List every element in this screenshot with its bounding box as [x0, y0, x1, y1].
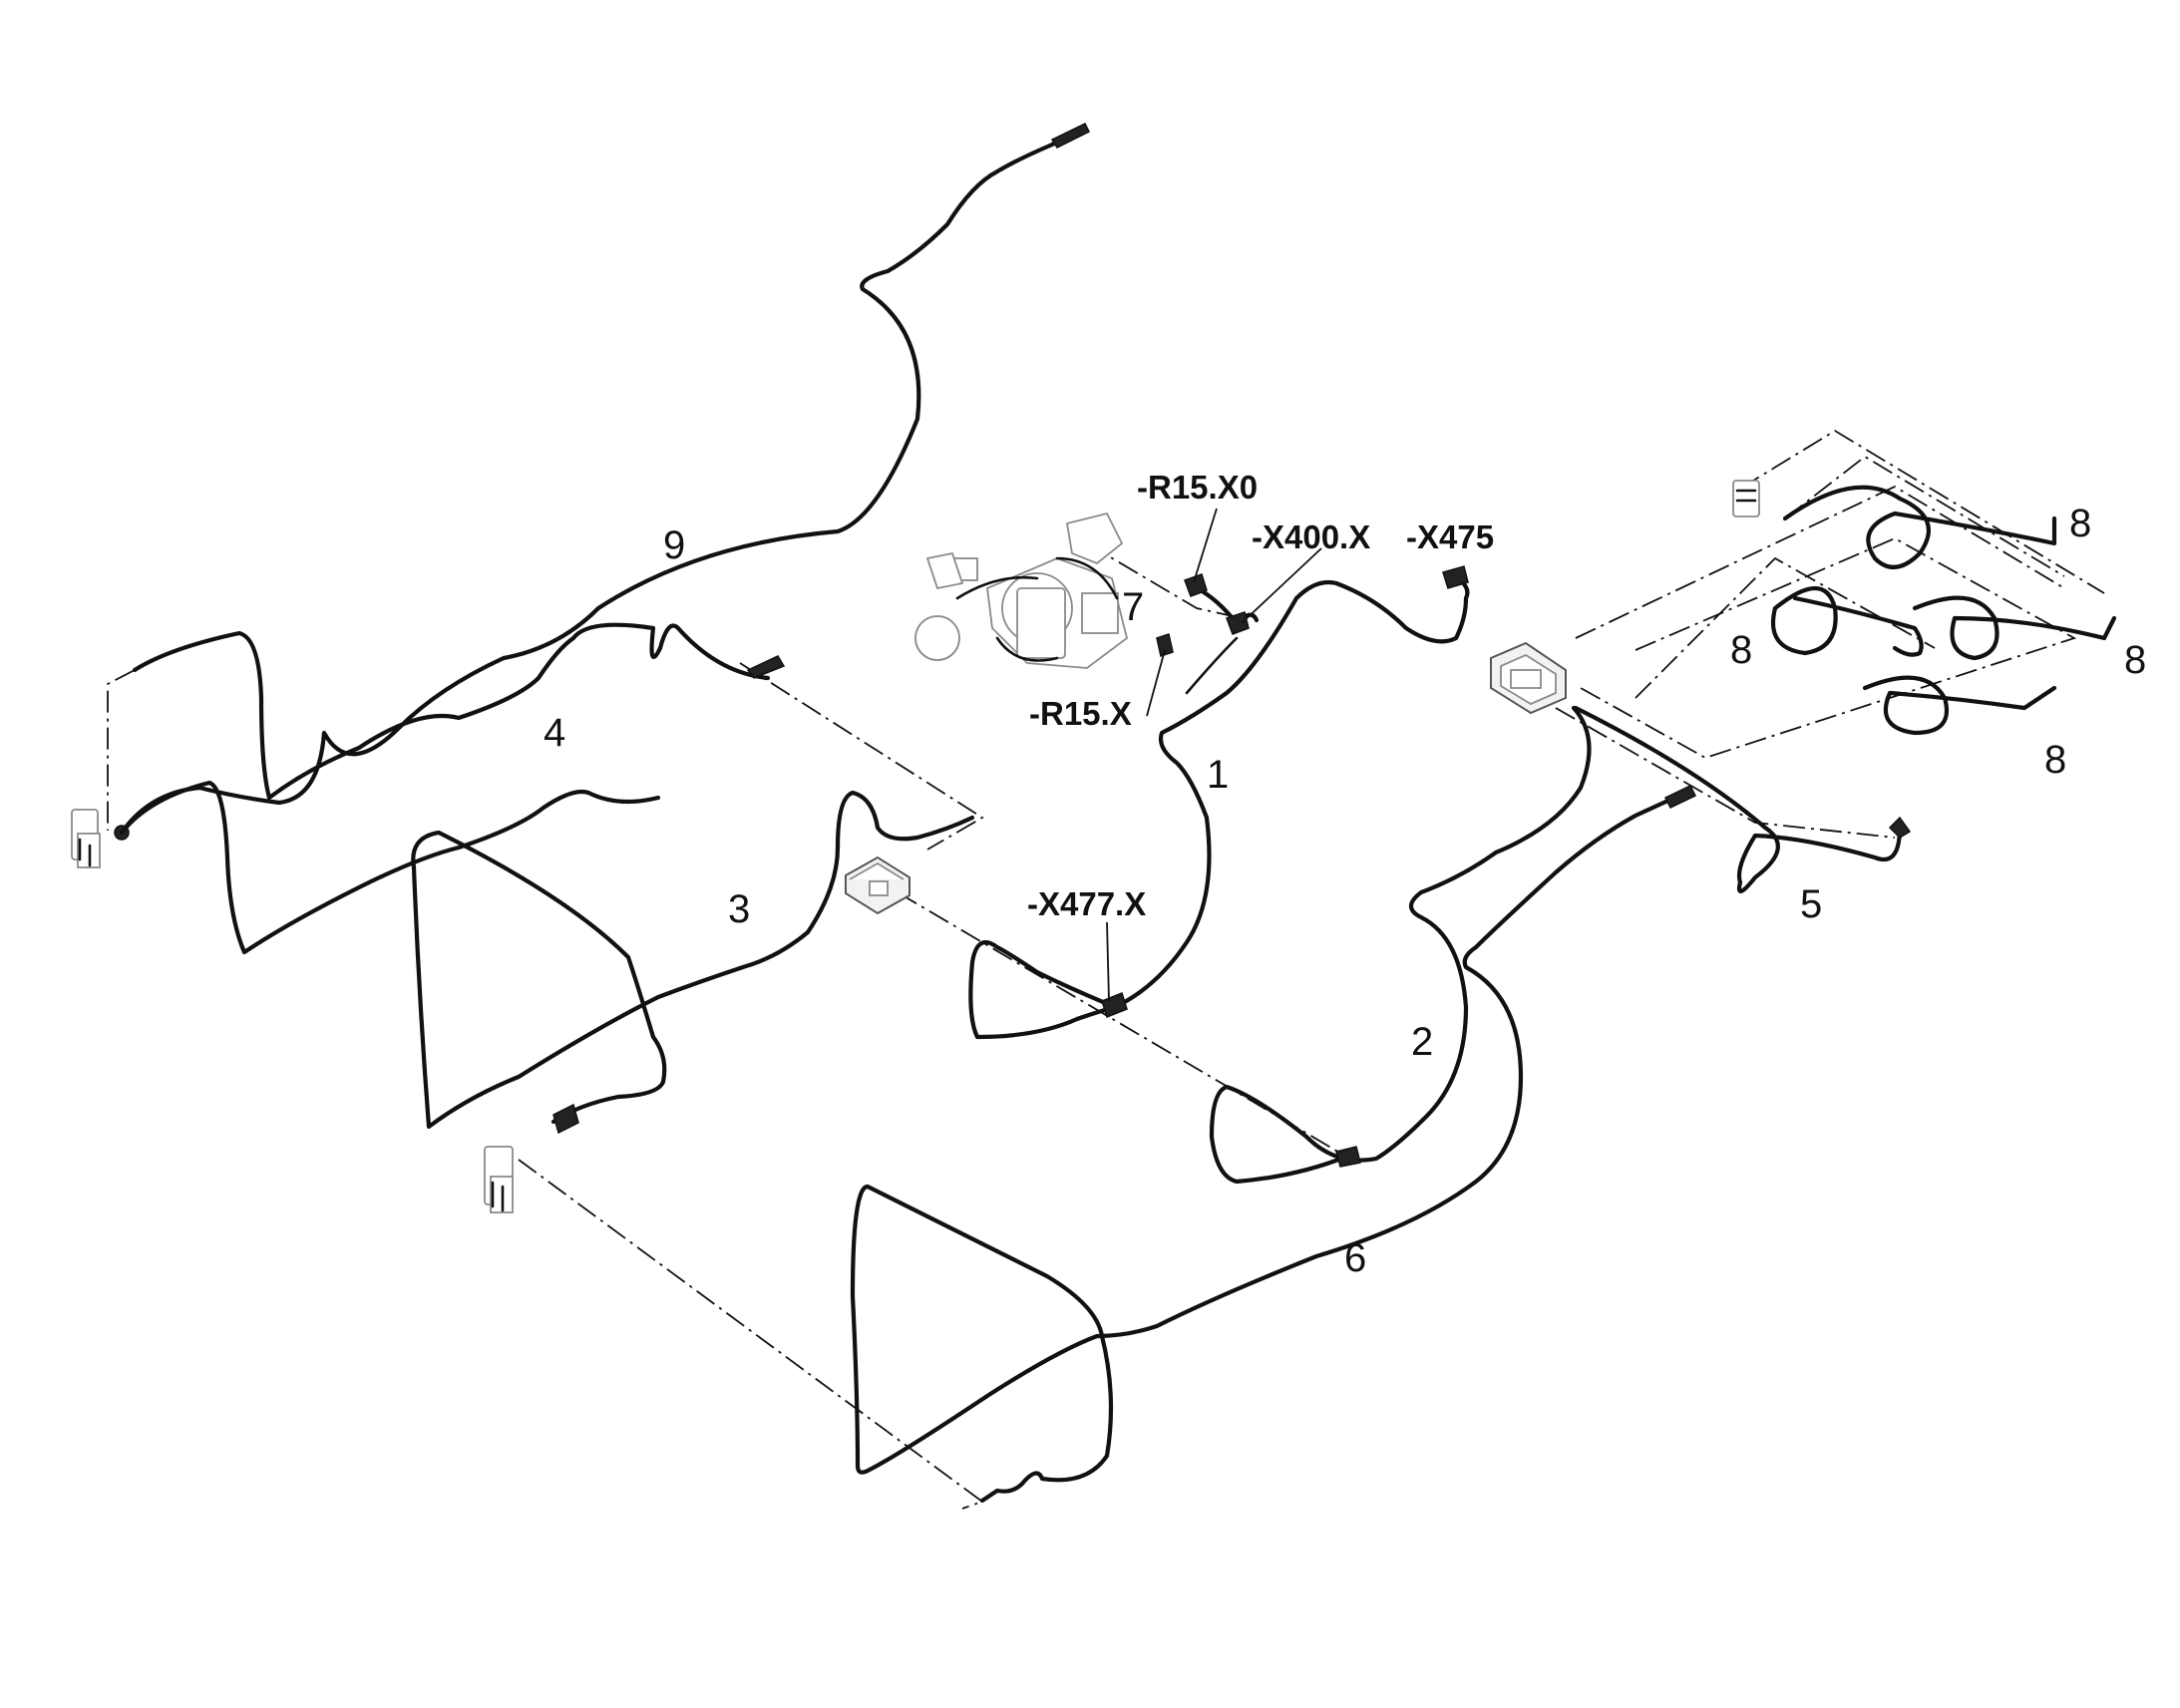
bracket-bottom-left: [484, 1146, 514, 1213]
callout-6: 6: [1344, 1236, 1366, 1280]
cable-8-a: [1782, 485, 2057, 569]
engine-harness-assembly: [914, 512, 1129, 669]
cable-9-connector: [1050, 123, 1091, 149]
cable-2: [1209, 705, 1592, 1185]
connector-labels: -R15.X0 -X400.X -X475 -R15.X -X477.X: [1027, 469, 1494, 922]
cable-1: [1112, 575, 1470, 1010]
label-x400-x: -X400.X: [1252, 518, 1370, 555]
cable-4-connector: [746, 655, 786, 679]
fuse-box: [1490, 641, 1567, 715]
assembly-line-right-4: [1580, 536, 2077, 759]
label-r15-x: -R15.X: [1029, 695, 1132, 732]
assembly-line-harness: [1086, 542, 1243, 619]
assembly-line-right-5: [1635, 556, 1936, 699]
cable-8-d: [1862, 675, 2057, 736]
callout-8-b: 8: [1730, 628, 1752, 672]
cable-3-connector: [552, 1103, 579, 1135]
callout-8-a: 8: [2069, 502, 2091, 545]
callout-1: 1: [1207, 753, 1229, 797]
cable-3: [411, 790, 975, 1130]
bracket-left: [71, 809, 130, 868]
cable-8-b: [1770, 585, 1924, 657]
callout-2: 2: [1411, 1020, 1433, 1064]
callout-7: 7: [1122, 585, 1144, 629]
x477-connector: [1101, 992, 1128, 1018]
cable-5: [1573, 705, 1903, 893]
callout-3: 3: [728, 887, 750, 931]
x400-x-connector: [1226, 611, 1250, 635]
cable-8-c: [1912, 595, 2117, 661]
assembly-line-right-6: [1555, 707, 1896, 839]
cables: [119, 123, 2117, 1504]
cable-4-lower: [119, 780, 661, 955]
cable-6-connector: [1663, 785, 1697, 809]
callout-8-c: 8: [2124, 638, 2146, 682]
cable-5-connector: [1888, 816, 1912, 839]
assembly-line-bottom: [518, 1159, 984, 1510]
leader-lines: [1106, 508, 1322, 1002]
callout-8-d: 8: [2044, 738, 2066, 782]
label-x475: -X475: [1406, 518, 1494, 555]
assembly-line-cable4: [739, 662, 984, 851]
label-x477-x: -X477.X: [1027, 885, 1146, 922]
small-bracket-right: [1732, 480, 1760, 517]
cable-2-connector: [1335, 1146, 1361, 1168]
assembly-line-right-3: [1575, 485, 2065, 639]
callout-5: 5: [1800, 882, 1822, 926]
r15-x-connector: [1156, 633, 1174, 657]
callout-numbers: 1 2 3 4 5 6 7 8 8 8 8 9: [544, 502, 2146, 1280]
cable-1-branch: [1185, 636, 1239, 695]
cable-6: [850, 790, 1688, 1504]
cable-1-connector-x475: [1442, 565, 1469, 589]
callout-9: 9: [663, 523, 685, 567]
cable-4: [132, 622, 771, 801]
assembly-line-left-bracket: [107, 669, 136, 831]
callout-4: 4: [544, 711, 565, 755]
cable-9: [119, 125, 1085, 836]
assembly-line-right-1: [1739, 429, 2105, 594]
control-module-left: [845, 855, 910, 915]
label-r15-x0: -R15.X0: [1137, 469, 1258, 506]
cable-1-lower-loop: [968, 939, 1118, 1040]
